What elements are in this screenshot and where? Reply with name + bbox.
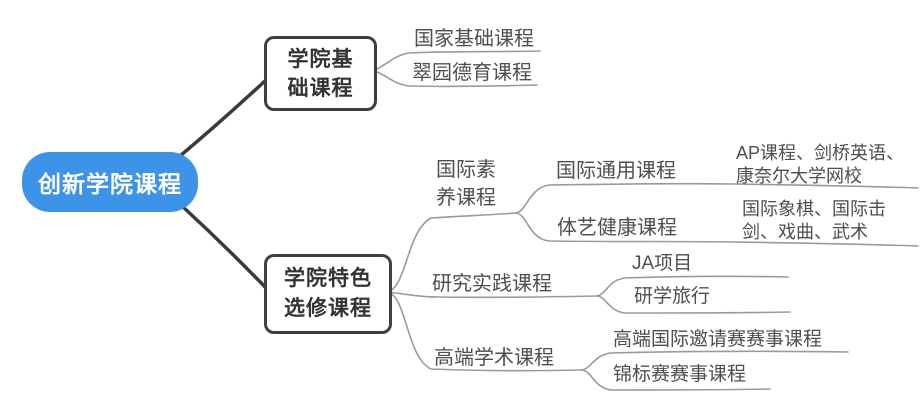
thin-bracket-connectors [370,50,919,391]
leaf-chess-fencing-opera-wushu: 国际象棋、国际击 剑、戏曲、武术 [742,199,886,242]
leaf-championship-course: 锦标赛赛事课程 [613,364,747,385]
leaf-ap-cambridge-cornell: AP课程、剑桥英语、 康奈尔大学网校 [736,143,905,186]
leaf-study-travel: 研学旅行 [634,286,711,307]
node-international-general-course: 国际通用课程 [556,160,676,182]
root-node-innovation-college-courses: 创新学院课程 [22,152,198,212]
leaf-ja-project: JA项目 [632,253,693,274]
branch-node-elective-courses: 学院特色 选修课程 [264,254,392,334]
node-advanced-academic-course: 高端学术课程 [434,347,554,369]
node-national-basic-course: 国家基础课程 [414,28,534,50]
node-sports-art-health-course: 体艺健康课程 [557,217,677,239]
thick-branch-connectors [178,78,268,290]
node-international-literacy-course: 国际素 养课程 [436,159,496,209]
leaf-international-invitational-course: 高端国际邀请赛赛事课程 [613,329,823,350]
node-research-practice-course: 研究实践课程 [432,273,552,295]
node-cuiyuan-moral-course: 翠园德育课程 [412,62,532,84]
branch-node-foundation-courses: 学院基 础课程 [264,36,377,111]
